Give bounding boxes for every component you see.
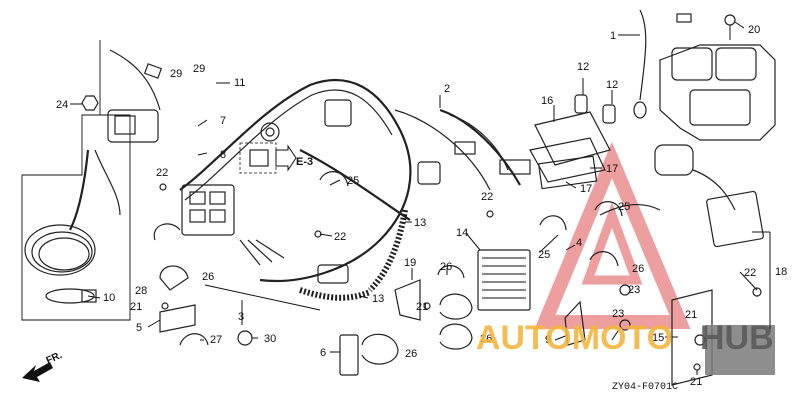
callout-labels: 1 2 3 4 5 6 7 8 9 10 11 12 12 13 13 14 1…	[56, 24, 787, 388]
callout-21d: 21	[690, 376, 702, 388]
callout-23b: 23	[612, 308, 624, 320]
callout-7: 7	[220, 115, 226, 127]
watermark-logo-triangle	[534, 141, 691, 329]
callout-8: 8	[220, 149, 226, 161]
main-wire-harness	[179, 78, 491, 301]
callout-1: 1	[610, 30, 616, 42]
callout-17b: 17	[580, 183, 592, 195]
callout-18: 18	[775, 266, 787, 278]
callout-29a: 29	[170, 68, 182, 80]
cover-part	[671, 289, 775, 386]
callout-26d: 26	[405, 348, 417, 360]
callout-13a: 13	[414, 217, 426, 229]
callout-24: 24	[56, 99, 68, 111]
callout-6: 6	[320, 347, 326, 359]
bracket-and-relays	[529, 94, 616, 190]
ignition-module	[599, 144, 764, 248]
callout-12a: 12	[577, 61, 589, 73]
callout-27: 27	[210, 334, 222, 346]
callout-2: 2	[444, 83, 450, 95]
clips-and-fasteners	[153, 171, 762, 376]
callout-26e: 26	[632, 263, 644, 275]
callout-28: 28	[135, 285, 147, 297]
callout-26a: 26	[202, 271, 214, 283]
callout-22b: 22	[334, 231, 346, 243]
callout-14: 14	[456, 227, 468, 239]
callout-4: 4	[576, 237, 582, 249]
leader-lines	[70, 21, 771, 375]
callout-25b: 25	[538, 249, 550, 261]
watermark-brand-left: AUTOMOTO	[476, 319, 673, 357]
engine-block	[633, 9, 776, 141]
regulator-rectifier	[394, 249, 531, 321]
callout-22c: 22	[481, 191, 493, 203]
callout-21a: 21	[130, 301, 142, 313]
e3-reference-arrow: E-3	[275, 144, 313, 172]
callout-19: 19	[404, 257, 416, 269]
watermark-brand: AUTOMOTO HUB	[476, 319, 774, 357]
front-direction-arrow: FR.	[22, 350, 64, 382]
front-label: FR.	[45, 350, 64, 367]
battery-cable-group	[21, 40, 163, 321]
callout-21b: 21	[416, 301, 428, 313]
callout-25a: 25	[347, 175, 359, 187]
sub-wire-harness	[439, 108, 531, 186]
watermark-brand-right: HUB	[700, 319, 774, 357]
callout-20: 20	[748, 24, 760, 36]
callout-13b: 13	[372, 293, 384, 305]
callout-22d: 22	[744, 267, 756, 279]
callout-26c: 26	[480, 333, 492, 345]
callout-22a: 22	[156, 167, 168, 179]
callout-25c: 25	[618, 201, 630, 213]
callout-30: 30	[264, 333, 276, 345]
callout-15: 15	[652, 332, 664, 344]
callout-11: 11	[234, 77, 245, 89]
e3-reference-label: E-3	[296, 156, 313, 168]
callout-10: 10	[103, 292, 115, 304]
callout-17a: 17	[606, 163, 618, 175]
callout-5: 5	[136, 322, 142, 334]
diagram-code: ZY04-F0701C	[612, 382, 678, 393]
callout-16: 16	[541, 95, 553, 107]
callout-23a: 23	[628, 284, 640, 296]
callout-29b: 29	[193, 63, 205, 75]
callout-26b: 26	[440, 261, 452, 273]
callout-12b: 12	[606, 79, 618, 91]
callout-3: 3	[238, 311, 244, 323]
callout-9: 9	[545, 334, 551, 346]
callout-21c: 21	[685, 309, 697, 321]
